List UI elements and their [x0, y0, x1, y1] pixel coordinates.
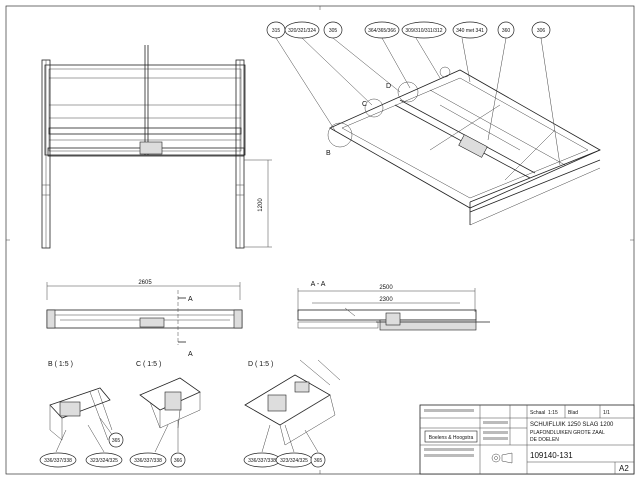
- svg-text:305: 305: [329, 28, 338, 34]
- callout-balloon: 309/310/311/312: [401, 21, 447, 39]
- projection-symbol-icon: [491, 453, 501, 463]
- svg-text:336/337/338: 336/337/338: [44, 458, 72, 464]
- dim-section-inner: 2300: [379, 297, 393, 303]
- callout-balloon: 305: [323, 21, 343, 39]
- dim-height: 1200: [258, 198, 264, 212]
- callout-balloon: 320/321/324: [284, 21, 320, 39]
- svg-text:365: 365: [314, 458, 323, 464]
- callout-balloon: 323/324/325: [275, 452, 313, 468]
- svg-text:360: 360: [502, 28, 511, 34]
- svg-text:309/310/311/312: 309/310/311/312: [405, 28, 442, 34]
- top-view: 2605 A A: [46, 280, 243, 358]
- title-line-2: PLAFONDLUIKEN GROTE ZAAL: [530, 430, 605, 436]
- detail-label-c: C: [362, 101, 367, 108]
- svg-text:364/365/366: 364/365/366: [368, 28, 396, 34]
- callout-balloon: 364/365/366: [364, 21, 400, 39]
- callout-balloon: 315: [266, 21, 286, 39]
- detail-title-b: B ( 1:5 ): [48, 361, 73, 368]
- scale-label: Schaal: [530, 410, 545, 416]
- callout-balloon: 366: [170, 452, 186, 468]
- detail-title-c: C ( 1:5 ): [136, 361, 161, 368]
- detail-title-d: D ( 1:5 ): [248, 361, 273, 368]
- drawing-number: 109140-131: [530, 451, 573, 460]
- callout-balloon: 336/337/338: [243, 452, 281, 468]
- callout-balloon: 306: [531, 21, 551, 39]
- section-title: A - A: [311, 281, 326, 288]
- svg-text:366: 366: [174, 458, 183, 464]
- title-line-3: DE DOELEN: [530, 437, 559, 443]
- scale-value: 1:15: [548, 410, 558, 416]
- svg-text:336/337/338: 336/337/338: [134, 458, 162, 464]
- svg-text:336/337/338: 336/337/338: [248, 458, 276, 464]
- callout-balloon: 340 met 341: [452, 21, 488, 39]
- svg-text:340 met 341: 340 met 341: [456, 28, 484, 34]
- section-mark-bottom: A: [188, 351, 193, 358]
- dim-section-outer: 2500: [379, 285, 393, 291]
- sheet-size: A2: [619, 464, 629, 473]
- section-a-a: A - A 2500 2300: [297, 281, 490, 331]
- sheet-label: Blad: [568, 410, 578, 416]
- svg-text:323/324/325: 323/324/325: [90, 458, 118, 464]
- company-name: Boelens & Hoogstra: [429, 435, 474, 441]
- svg-text:315: 315: [272, 28, 281, 34]
- callout-balloon: 336/337/338: [39, 452, 77, 468]
- sheet-of: 1/1: [603, 410, 610, 416]
- detail-b: B ( 1:5 ) 336/337/338 323/324/325 365: [39, 361, 124, 468]
- svg-text:320/321/324: 320/321/324: [288, 28, 316, 34]
- svg-text:365: 365: [112, 438, 121, 444]
- svg-text:323/324/325: 323/324/325: [280, 458, 308, 464]
- detail-label-b: B: [326, 150, 331, 157]
- callout-balloon: 365: [310, 452, 326, 468]
- callout-balloon: 360: [497, 21, 515, 39]
- front-view: 1200: [41, 45, 272, 249]
- section-mark-top: A: [188, 296, 193, 303]
- dim-front-width: 2605: [138, 280, 152, 286]
- title-line-1: SCHUIFLUIK 1250 SLAG 1200: [530, 422, 614, 428]
- title-block: Schaal 1:15 Blad 1/1 SCHUIFLUIK 1250 SLA…: [419, 404, 635, 475]
- detail-label-d: D: [386, 83, 391, 90]
- svg-text:306: 306: [537, 28, 546, 34]
- callout-balloon: 365: [108, 432, 124, 448]
- detail-d: D ( 1:5 ) 336/337/338 323/324/325 365: [243, 359, 341, 468]
- company-logo: [424, 430, 478, 443]
- callout-balloon: 323/324/325: [85, 452, 123, 468]
- isometric-view: 315 320/321/324 305 364/365/366 309/310/…: [266, 21, 601, 226]
- detail-c: C ( 1:5 ) 336/337/338 366: [129, 361, 201, 468]
- callout-balloon: 336/337/338: [129, 452, 167, 468]
